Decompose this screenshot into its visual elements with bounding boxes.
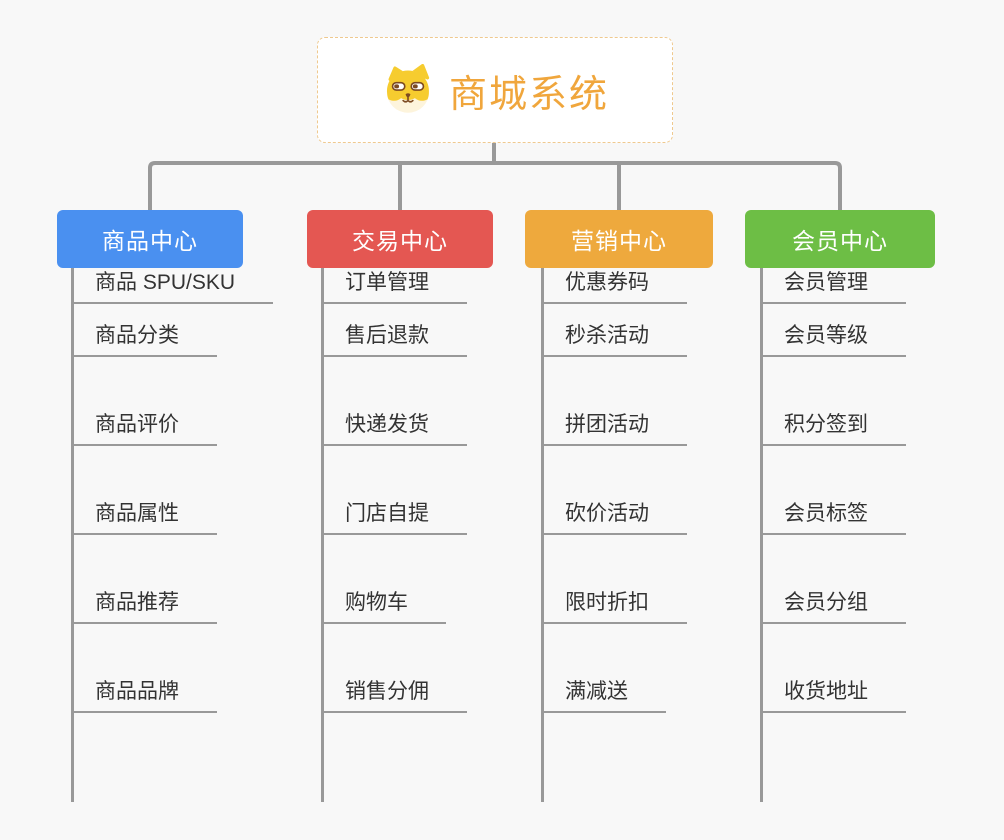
leaf-node[interactable]: 商品分类 <box>71 321 217 357</box>
leaf-node[interactable]: 限时折扣 <box>541 588 687 624</box>
leaf-node[interactable]: 拼团活动 <box>541 410 687 446</box>
leaf-node[interactable]: 商品推荐 <box>71 588 217 624</box>
leaf-node[interactable]: 商品 SPU/SKU <box>71 268 274 304</box>
branch-column-trade: 订单管理 售后退款 快递发货 门店自提 购物车 销售分佣 <box>321 268 581 802</box>
leaf-node[interactable]: 售后退款 <box>321 321 467 357</box>
branch-column-product: 商品 SPU/SKU 商品分类 商品评价 商品属性 商品推荐 商品品牌 <box>71 268 331 802</box>
leaf-node[interactable]: 商品品牌 <box>71 677 217 713</box>
leaf-node[interactable]: 快递发货 <box>321 410 467 446</box>
leaf-node[interactable]: 订单管理 <box>321 268 467 304</box>
branch-node-product-center[interactable]: 商品中心 <box>57 210 243 268</box>
branch-node-trade-center[interactable]: 交易中心 <box>307 210 493 268</box>
leaf-node[interactable]: 会员等级 <box>760 321 906 357</box>
leaf-node[interactable]: 商品属性 <box>71 499 217 535</box>
branch-column-marketing: 优惠券码 秒杀活动 拼团活动 砍价活动 限时折扣 满减送 <box>541 268 801 802</box>
leaf-node[interactable]: 砍价活动 <box>541 499 687 535</box>
branch-bracket-line <box>148 161 842 210</box>
leaf-node[interactable]: 秒杀活动 <box>541 321 687 357</box>
trunk-line <box>541 268 544 802</box>
branch-column-member: 会员管理 会员等级 积分签到 会员标签 会员分组 收货地址 <box>760 268 1004 802</box>
leaf-node[interactable]: 会员分组 <box>760 588 906 624</box>
leaf-node[interactable]: 会员标签 <box>760 499 906 535</box>
branch-node-marketing-center[interactable]: 营销中心 <box>525 210 713 268</box>
leaf-node[interactable]: 购物车 <box>321 588 446 624</box>
leaf-node[interactable]: 会员管理 <box>760 268 906 304</box>
trunk-line <box>760 268 763 802</box>
trunk-line <box>71 268 74 802</box>
root-title: 商城系统 <box>448 73 609 116</box>
trunk-line <box>321 268 324 802</box>
leaf-node[interactable]: 商品评价 <box>71 410 217 446</box>
leaf-node[interactable]: 积分签到 <box>760 410 906 446</box>
leaf-node[interactable]: 满减送 <box>541 677 666 713</box>
leaf-node[interactable]: 收货地址 <box>760 677 906 713</box>
leaf-node[interactable]: 销售分佣 <box>321 677 467 713</box>
leaf-node[interactable]: 门店自提 <box>321 499 467 535</box>
leaf-node[interactable]: 优惠券码 <box>541 268 687 304</box>
dog-icon <box>386 64 430 113</box>
branch-node-member-center[interactable]: 会员中心 <box>745 210 935 268</box>
root-node[interactable]: 商城系统 <box>317 37 673 143</box>
